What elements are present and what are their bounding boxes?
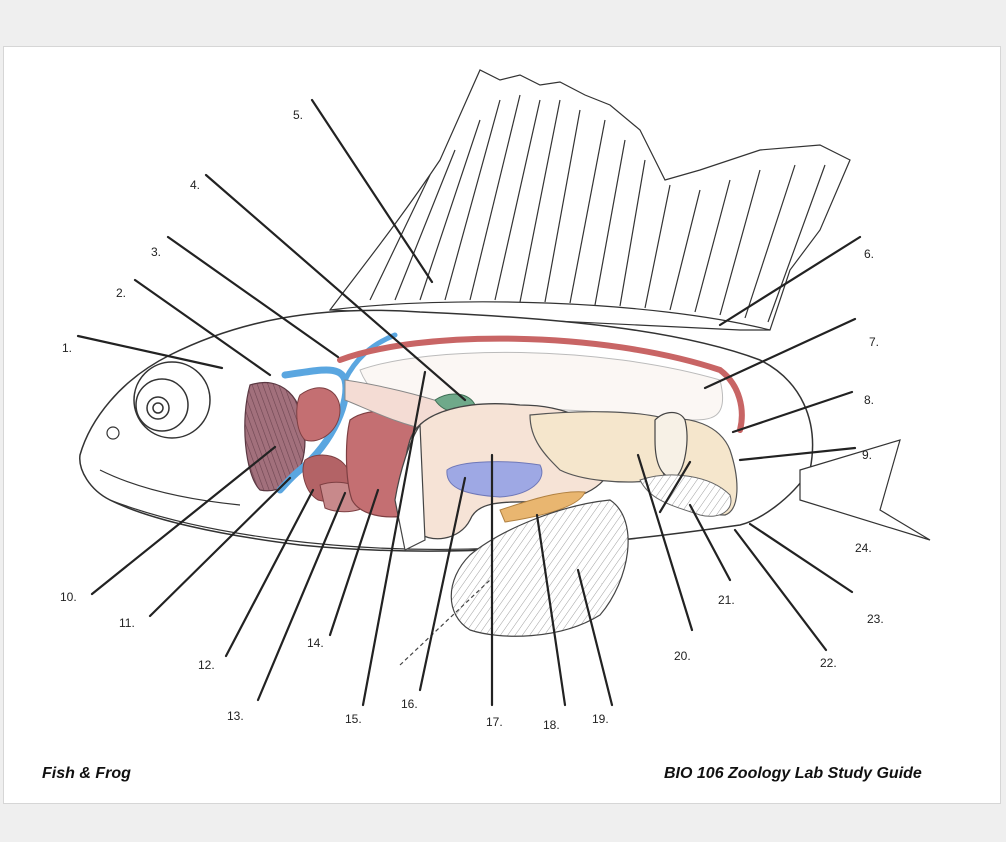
label-2: 2.: [116, 286, 126, 300]
label-11: 11.: [119, 616, 135, 630]
leader-lines: [76, 98, 862, 707]
label-8: 8.: [864, 393, 874, 407]
label-17: 17.: [486, 715, 503, 729]
label-5: 5.: [293, 108, 303, 122]
label-23: 23.: [867, 612, 884, 626]
dorsal-aorta: [337, 335, 745, 433]
heart: [296, 387, 371, 513]
label-10: 10.: [60, 590, 77, 604]
dorsal-fin: [328, 69, 851, 331]
label-13: 13.: [227, 709, 244, 723]
label-24: 24.: [855, 541, 872, 555]
footer-title-left: Fish & Frog: [42, 765, 131, 782]
intestine-strip: [499, 491, 586, 523]
footer-title-right: BIO 106 Zoology Lab Study Guide: [664, 765, 922, 782]
caudal-fin: [799, 439, 931, 541]
label-18: 18.: [543, 718, 560, 732]
label-21: 21.: [718, 593, 735, 607]
label-4: 4.: [190, 178, 200, 192]
label-20: 20.: [674, 649, 691, 663]
pectoral-fin: [394, 423, 426, 551]
label-22: 22.: [820, 656, 837, 670]
label-1: 1.: [62, 341, 72, 355]
eye: [133, 361, 211, 439]
label-14: 14.: [307, 636, 324, 650]
label-15: 15.: [345, 712, 362, 726]
pelvic-fin: [450, 499, 629, 637]
label-6: 6.: [864, 247, 874, 261]
urinary-bladder: [654, 411, 688, 479]
label-12: 12.: [198, 658, 215, 672]
label-7: 7.: [869, 335, 879, 349]
label-16: 16.: [401, 697, 418, 711]
label-9: 9.: [862, 448, 872, 462]
diagram-labels: 1. 2. 3. 4. 5. 6. 7. 8. 9. 10. 11. 12. 1…: [60, 108, 884, 732]
label-3: 3.: [151, 245, 161, 259]
label-19: 19.: [592, 712, 609, 726]
